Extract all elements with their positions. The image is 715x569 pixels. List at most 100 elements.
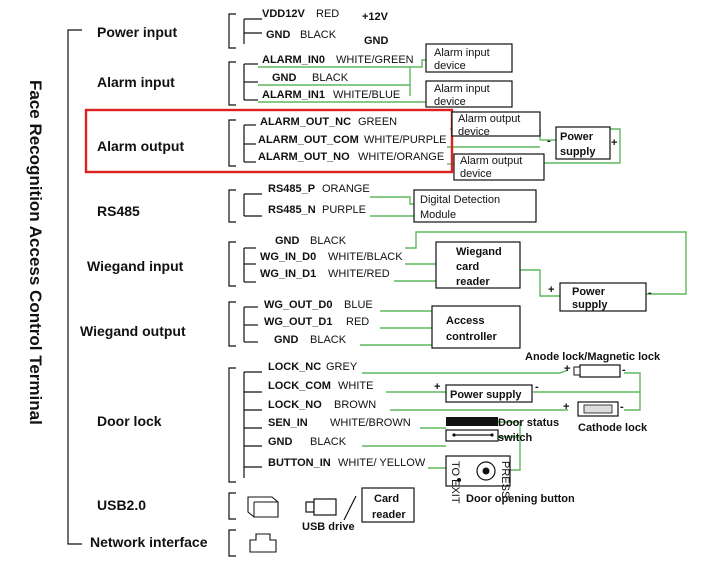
svg-text:BLACK: BLACK: [300, 29, 337, 41]
svg-text:-: -: [535, 381, 539, 393]
alarm-input-device-1: Alarm input device: [425, 43, 513, 73]
connector-alarm-output: [228, 119, 256, 167]
alarm-output-highlight: [84, 108, 454, 174]
svg-text:ORANGE: ORANGE: [322, 183, 370, 195]
group-alarm-output: Alarm output: [97, 138, 184, 154]
svg-text:GREEN: GREEN: [358, 116, 397, 128]
wire-wg-in-d0: WG_IN_D0 WHITE/BLACK: [260, 251, 403, 263]
connector-wiegand-output: [228, 301, 258, 347]
svg-text:switch: switch: [498, 432, 533, 444]
cathode-lock-icon: + -: [563, 401, 624, 417]
svg-text:+: +: [548, 284, 554, 296]
diagram-title: Face Recognition Access Control Terminal: [26, 80, 45, 425]
svg-text:+: +: [611, 137, 617, 149]
svg-text:RED: RED: [316, 8, 339, 20]
wire-button-in: BUTTON_IN WHITE/ YELLOW: [268, 457, 426, 469]
lock-power-supply: Power supply + -: [434, 381, 539, 403]
door-status-switch: Door status switch: [445, 417, 559, 444]
svg-text:WG_OUT_D0: WG_OUT_D0: [264, 299, 332, 311]
alarm-output-device-1: Alarm output device: [451, 111, 541, 138]
svg-text:device: device: [460, 168, 492, 180]
svg-text:RS485_P: RS485_P: [268, 183, 315, 195]
svg-text:LOCK_NO: LOCK_NO: [268, 399, 322, 411]
wire-power-gnd: GND BLACK: [266, 29, 337, 41]
svg-text:GND: GND: [274, 334, 299, 346]
usb-port-icon: [228, 492, 279, 520]
svg-text:GREY: GREY: [326, 361, 358, 373]
svg-text:Digital Detection: Digital Detection: [420, 194, 500, 206]
svg-text:WHITE/GREEN: WHITE/GREEN: [336, 54, 414, 66]
svg-text:Alarm output: Alarm output: [458, 113, 520, 125]
wire-lock-gnd: GND BLACK: [268, 436, 347, 448]
label-plus12v: +12V: [362, 11, 389, 23]
svg-text:Power supply: Power supply: [450, 389, 522, 401]
wire-alarm-gnd: GND BLACK: [272, 72, 349, 84]
svg-text:ALARM_OUT_COM: ALARM_OUT_COM: [258, 134, 359, 146]
svg-text:device: device: [458, 126, 490, 138]
svg-text:WHITE/RED: WHITE/RED: [328, 268, 390, 280]
wire-lock-no: LOCK_NO BROWN: [268, 399, 376, 411]
wire-rs485-n: RS485_N PURPLE: [268, 204, 366, 216]
svg-text:LOCK_COM: LOCK_COM: [268, 380, 331, 392]
anode-lock-icon: + -: [564, 363, 626, 378]
wire-alarm-out-com: ALARM_OUT_COM WHITE/PURPLE: [258, 134, 447, 146]
svg-text:supply: supply: [560, 146, 596, 158]
wiegand-power-supply: Power supply + -: [548, 282, 652, 312]
svg-text:ALARM_IN1: ALARM_IN1: [262, 89, 325, 101]
svg-text:Alarm input: Alarm input: [434, 47, 490, 59]
svg-text:RS485_N: RS485_N: [268, 204, 316, 216]
svg-text:WHITE/ YELLOW: WHITE/ YELLOW: [338, 457, 426, 469]
svg-text:SEN_IN: SEN_IN: [268, 417, 308, 429]
wire-wg-out-gnd: GND BLACK: [274, 334, 347, 346]
group-rs485: RS485: [97, 203, 140, 219]
svg-text:WG_IN_D1: WG_IN_D1: [260, 268, 316, 280]
group-door-lock: Door lock: [97, 413, 162, 429]
svg-text:LOCK_NC: LOCK_NC: [268, 361, 321, 373]
svg-text:BLACK: BLACK: [310, 436, 347, 448]
door-opening-button-label: Door opening button: [466, 493, 575, 505]
connector-door-lock: [228, 367, 262, 483]
card-reader-box: Card reader: [361, 487, 415, 523]
svg-text:Module: Module: [420, 209, 456, 221]
svg-text:+: +: [434, 381, 440, 393]
group-network: Network interface: [90, 534, 208, 550]
group-wiegand-output: Wiegand output: [80, 323, 186, 339]
svg-text:controller: controller: [446, 331, 497, 343]
network-port-icon: [228, 529, 277, 557]
svg-text:BLACK: BLACK: [312, 72, 349, 84]
svg-text:reader: reader: [372, 509, 406, 521]
svg-text:RED: RED: [346, 316, 369, 328]
svg-text:Alarm output: Alarm output: [460, 155, 522, 167]
svg-text:GND: GND: [275, 235, 300, 247]
wire-lock-nc: LOCK_NC GREY: [268, 361, 358, 373]
svg-text:-: -: [648, 287, 652, 299]
wire-alarm-in0: ALARM_IN0 WHITE/GREEN: [262, 54, 414, 66]
svg-text:Access: Access: [446, 315, 485, 327]
svg-text:Power: Power: [560, 131, 594, 143]
svg-text:Card: Card: [374, 493, 399, 505]
svg-text:GND: GND: [268, 436, 293, 448]
svg-text:WG_IN_D0: WG_IN_D0: [260, 251, 316, 263]
svg-text:device: device: [434, 60, 466, 72]
wiegand-card-reader: Wiegand card reader: [435, 241, 521, 289]
svg-text:-: -: [622, 364, 626, 376]
connector-alarm-input: [228, 61, 258, 106]
wire-sen-in: SEN_IN WHITE/BROWN: [268, 417, 411, 429]
digital-detection-module: Digital Detection Module: [413, 189, 537, 223]
group-usb: USB2.0: [97, 497, 146, 513]
svg-text:ALARM_OUT_NO: ALARM_OUT_NO: [258, 151, 350, 163]
svg-text:BLACK: BLACK: [310, 235, 347, 247]
main-bracket: [67, 29, 82, 545]
svg-text:PURPLE: PURPLE: [322, 204, 366, 216]
svg-text:ALARM_OUT_NC: ALARM_OUT_NC: [260, 116, 351, 128]
svg-text:Door status: Door status: [498, 417, 559, 429]
wire-rs485-p: RS485_P ORANGE: [268, 183, 370, 195]
svg-text:WG_OUT_D1: WG_OUT_D1: [264, 316, 332, 328]
svg-text:card: card: [456, 261, 479, 273]
svg-text:BLUE: BLUE: [344, 299, 373, 311]
svg-text:-: -: [547, 135, 551, 147]
door-opening-button: PRESS TO EXIT: [445, 455, 511, 504]
svg-text:-: -: [620, 401, 624, 413]
svg-text:WHITE/PURPLE: WHITE/PURPLE: [364, 134, 447, 146]
access-controller: Access controller: [431, 305, 521, 349]
